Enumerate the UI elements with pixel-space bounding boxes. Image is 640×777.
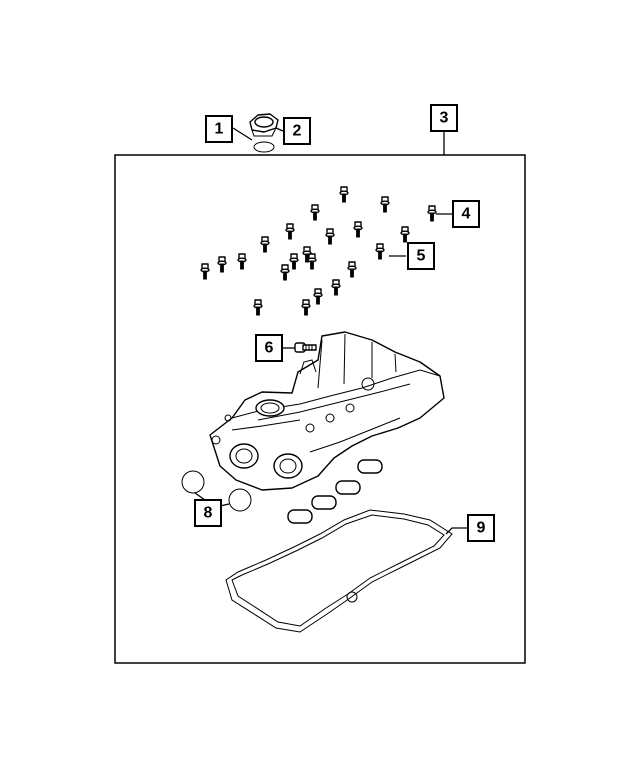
callout-1: 1 [205,115,233,143]
callout-6: 6 [255,334,283,362]
callout-5: 5 [407,242,435,270]
callout-4-label: 4 [462,206,471,223]
bolt [253,299,263,316]
bolt [331,279,341,296]
bolt [380,196,390,213]
bolt [325,228,335,245]
bolt [347,261,357,278]
bolt [301,299,311,316]
callout-8: 8 [194,499,222,527]
bolt [313,288,323,305]
callout-9: 9 [467,514,495,542]
bolt [400,226,410,243]
bolt [353,221,363,238]
bolt [285,223,295,240]
bolt [310,204,320,221]
bolt-group [200,186,437,316]
callout-5-label: 5 [417,248,426,265]
bolt [260,236,270,253]
tube-seals [287,459,383,524]
callout-3-label: 3 [440,110,449,127]
callout-2-label: 2 [293,123,302,140]
callout-9-label: 9 [477,520,486,537]
stud [307,253,317,270]
bolt [217,256,227,273]
callout-2: 2 [283,117,311,145]
callout-6-label: 6 [265,340,274,357]
bolt [237,253,247,270]
sensor [294,342,317,353]
callout-3: 3 [430,104,458,132]
bolt [289,253,299,270]
cap-o-ring [253,141,275,153]
bolt [427,205,437,222]
bolt [280,264,290,281]
stud [375,243,385,260]
assembly-frame [114,154,526,664]
callout-4: 4 [452,200,480,228]
cam-o-rings [181,470,252,512]
cylinder-head-cover [209,331,445,491]
leader-lines [194,127,468,535]
stud-group [307,243,385,270]
callout-8-label: 8 [204,505,213,522]
bolt [200,263,210,280]
bolt [339,186,349,203]
cover-gasket [225,509,453,633]
callout-1-label: 1 [215,121,224,138]
oil-filler-cap [249,113,279,137]
